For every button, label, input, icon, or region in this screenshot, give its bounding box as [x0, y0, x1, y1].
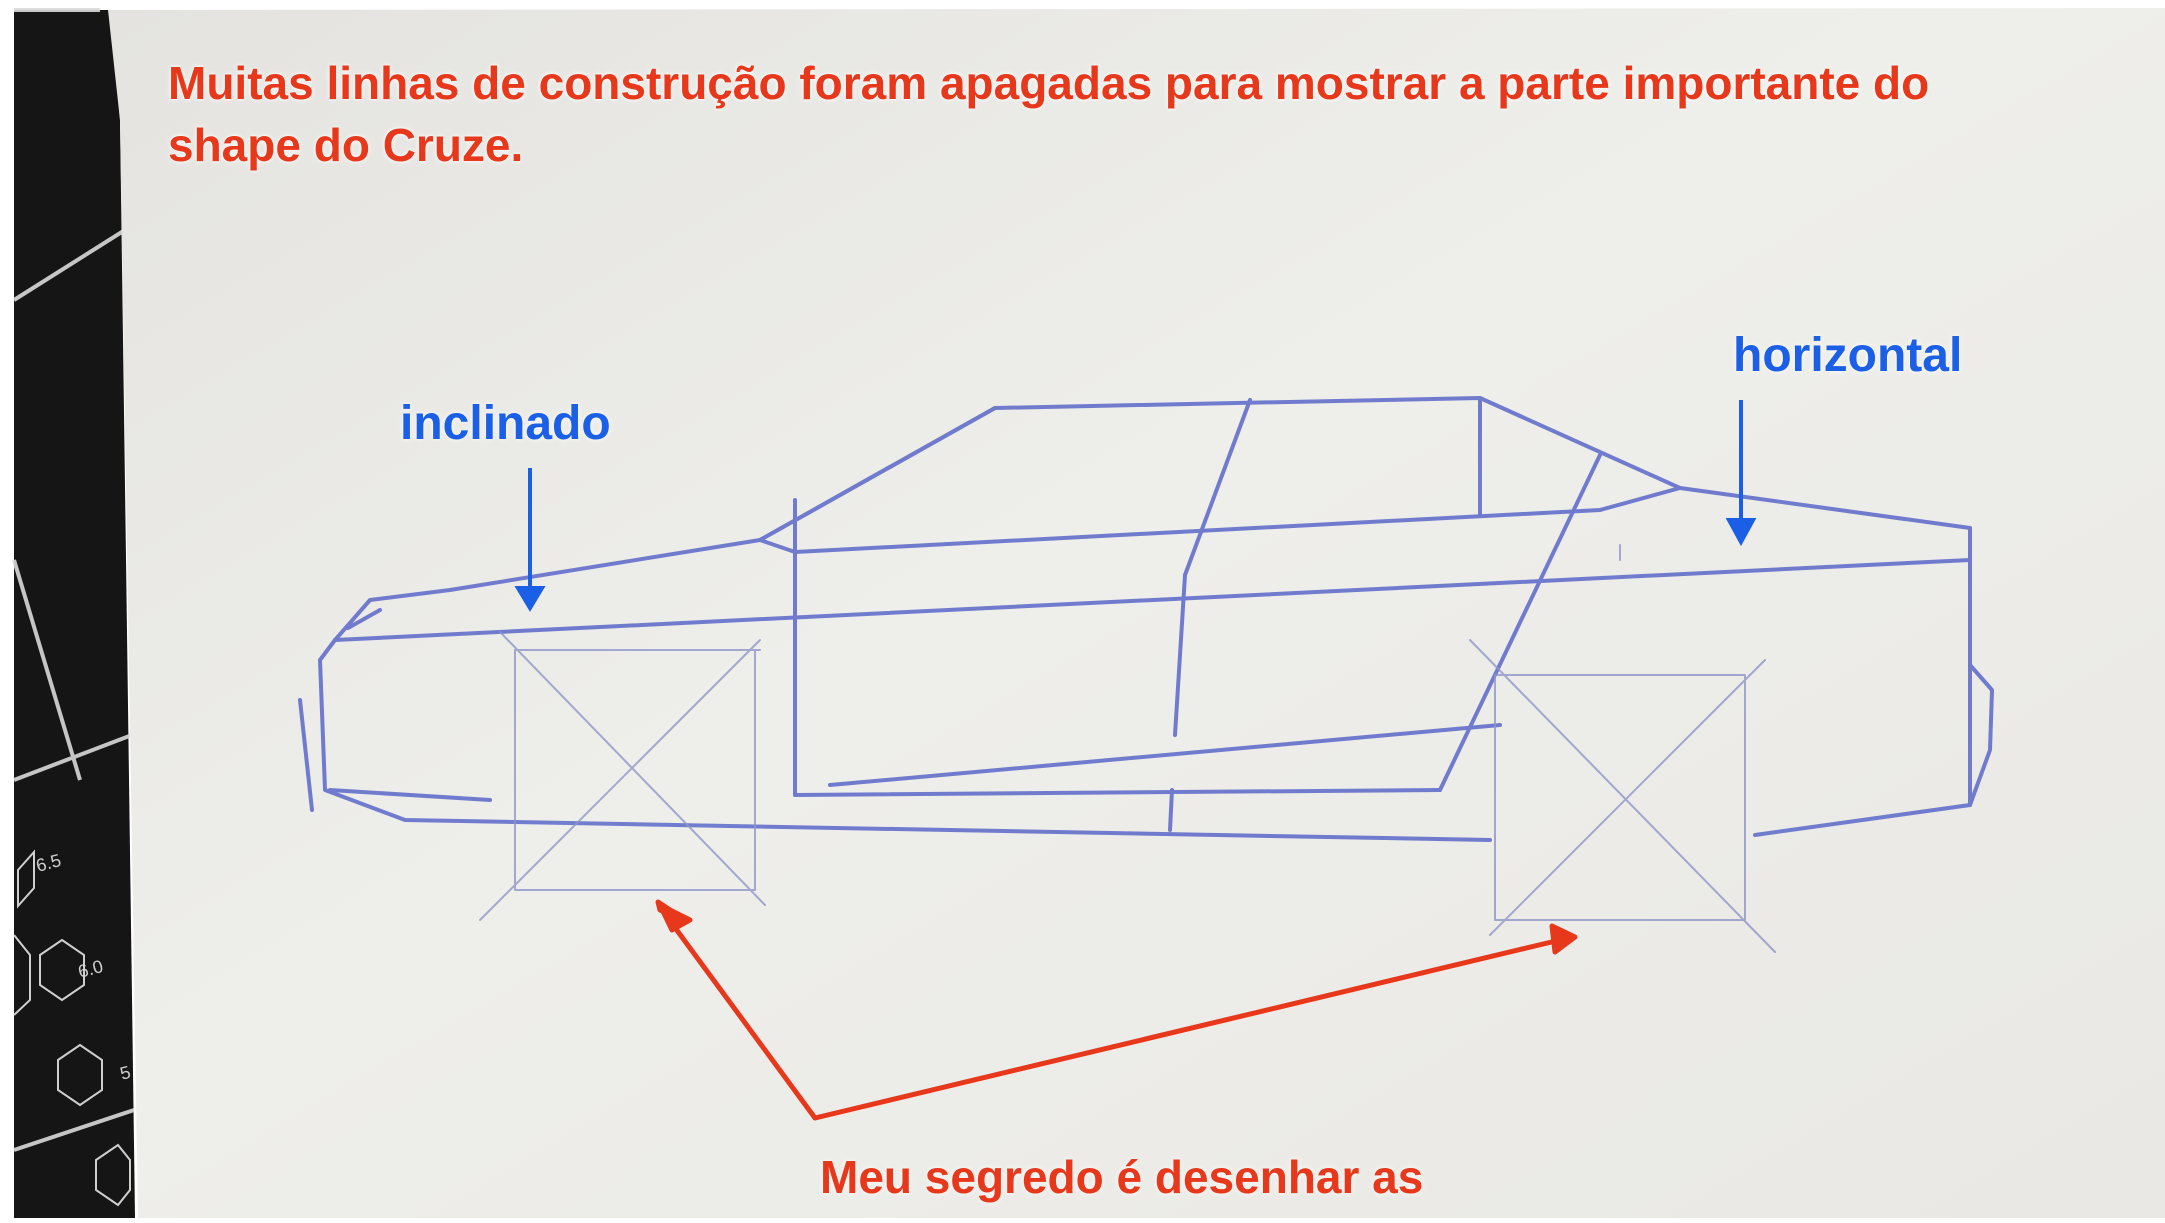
car-sketch [298, 396, 1994, 953]
mat-label-5: 5 [118, 1062, 133, 1084]
top-caption: Muitas linhas de construção foram apagad… [168, 57, 1930, 171]
cutting-mat: 6.5 6.0 5 [12, 8, 135, 1218]
paper-sheet [108, 8, 2165, 1218]
wheel-arrows [655, 899, 1578, 1121]
inclined-arrow [514, 468, 546, 612]
bottom-caption: Meu segredo é desenhar as [820, 1151, 1424, 1203]
inclined-label: inclinado [400, 397, 611, 450]
annotation-arrows [514, 400, 1757, 1121]
horizontal-arrow [1725, 400, 1757, 547]
horizontal-label: horizontal [1733, 329, 1963, 382]
